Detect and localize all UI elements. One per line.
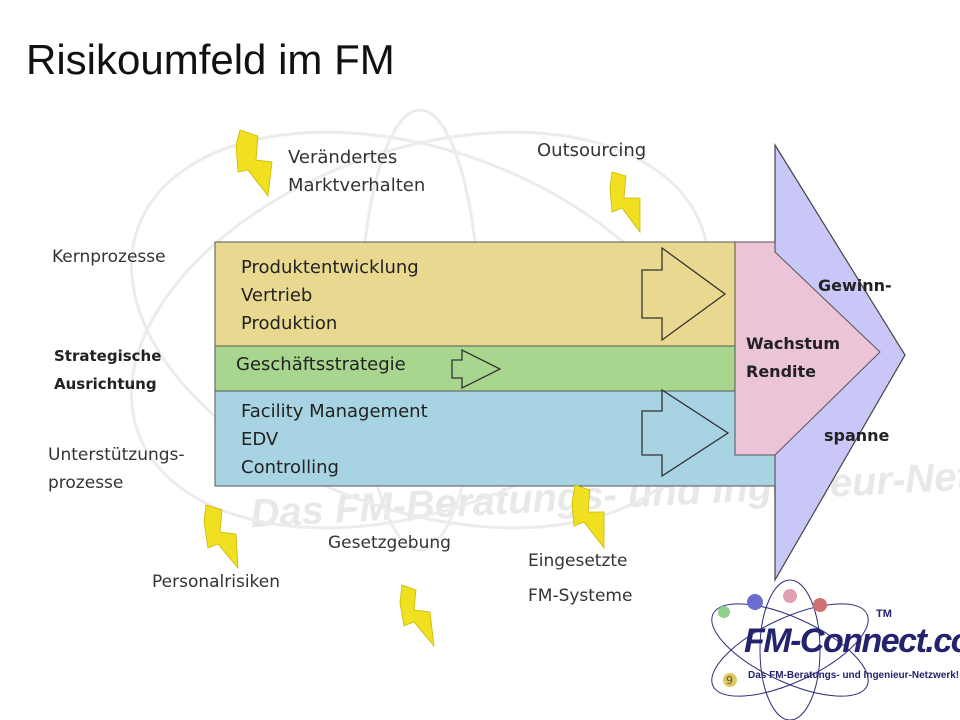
lightning-icon bbox=[571, 484, 605, 550]
logo-sphere bbox=[718, 606, 730, 618]
logo-name: FM-Connect.com bbox=[744, 622, 960, 660]
kern-band bbox=[214, 241, 776, 347]
risk-systeme-line1: Eingesetzte bbox=[528, 551, 628, 571]
risk-markt-line1: Verändertes bbox=[288, 147, 398, 168]
lightning-icon bbox=[203, 504, 239, 570]
logo-atom-graphic bbox=[711, 579, 869, 720]
kern-block-arrow bbox=[641, 246, 727, 342]
support-item: Facility Management bbox=[241, 401, 428, 422]
logo-sphere bbox=[723, 673, 737, 687]
outcome-spanne: spanne bbox=[824, 426, 890, 445]
outcome-gewinn: Gewinn- bbox=[818, 276, 892, 295]
lightning-icon bbox=[609, 171, 641, 234]
outcome-rendite: Rendite bbox=[746, 362, 816, 381]
strategie-label: Geschäftsstrategie bbox=[236, 354, 406, 375]
support-item: EDV bbox=[241, 429, 279, 450]
lightning-icon bbox=[235, 129, 273, 198]
logo-tagline: Das FM-Beratungs- und Ingenieur-Netzwerk… bbox=[748, 670, 960, 681]
lightning-icon bbox=[399, 584, 435, 648]
label-prozesse: prozesse bbox=[48, 473, 124, 493]
support-block-arrow bbox=[641, 388, 730, 478]
kern-item: Produktion bbox=[241, 313, 338, 334]
logo-tm: TM bbox=[876, 608, 892, 620]
label-strategische: Strategische bbox=[54, 347, 162, 365]
label-ausrichtung: Ausrichtung bbox=[54, 375, 157, 393]
label-unterstuetzungs: Unterstützungs- bbox=[48, 445, 185, 465]
kern-item: Produktentwicklung bbox=[241, 257, 419, 278]
page-title: Risikoumfeld im FM bbox=[26, 36, 395, 83]
kern-item: Vertrieb bbox=[241, 285, 313, 306]
strategie-block-arrow bbox=[451, 348, 502, 390]
logo-sphere bbox=[747, 594, 763, 610]
risk-systeme-line2: FM-Systeme bbox=[528, 586, 633, 606]
risk-gesetzgebung: Gesetzgebung bbox=[328, 533, 451, 553]
risk-outsourcing: Outsourcing bbox=[537, 140, 647, 161]
risk-markt-line2: Marktverhalten bbox=[288, 175, 426, 196]
support-band bbox=[214, 390, 776, 487]
logo-sphere bbox=[813, 598, 827, 612]
page-number: 9 bbox=[726, 674, 733, 687]
logo-sphere bbox=[783, 589, 797, 603]
support-item: Controlling bbox=[241, 457, 339, 478]
logo: FM-Connect.com TM Das FM-Beratungs- und … bbox=[740, 608, 960, 712]
risk-personalrisiken: Personalrisiken bbox=[152, 572, 281, 592]
inner-arrow-shape bbox=[734, 241, 881, 456]
outcome-wachstum: Wachstum bbox=[746, 334, 840, 353]
label-kernprozesse: Kernprozesse bbox=[52, 247, 166, 267]
